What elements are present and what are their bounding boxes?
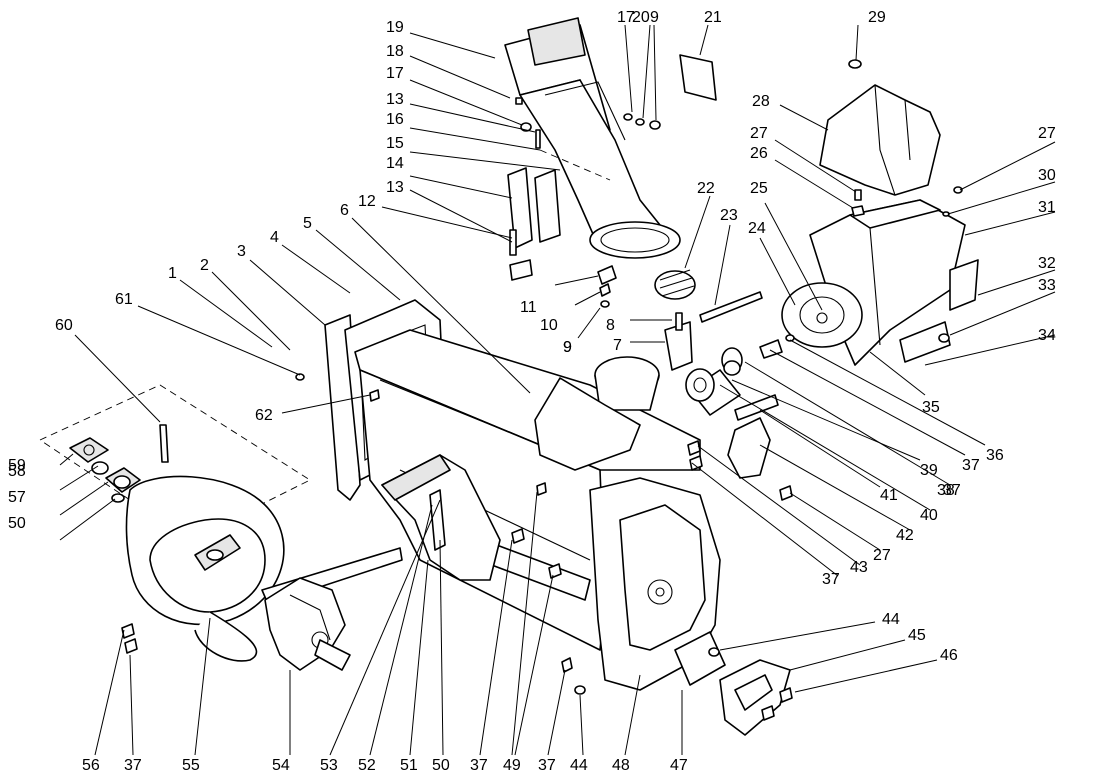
callout-label: 13 bbox=[386, 179, 404, 196]
callout-label: 22 bbox=[697, 180, 715, 197]
callout-label: 20 bbox=[632, 9, 650, 26]
callout-label: 37 bbox=[943, 482, 961, 499]
callout-label: 44 bbox=[882, 611, 900, 628]
callout-label: 30 bbox=[1038, 167, 1056, 184]
callout-label: 37 bbox=[538, 757, 556, 774]
callout-label: 58 bbox=[8, 463, 26, 480]
callout-label: 15 bbox=[386, 135, 404, 152]
callout-label: 54 bbox=[272, 757, 290, 774]
callout-label: 24 bbox=[748, 220, 766, 237]
callout-labels: 1 2 3 4 5 6 7 8 9 9 9 10 11 12 13 13 14 … bbox=[8, 9, 1056, 774]
discharge-chute bbox=[504, 17, 763, 371]
callout-label: 14 bbox=[386, 155, 404, 172]
callout-label: 41 bbox=[880, 487, 898, 504]
callout-label: 9 bbox=[563, 339, 572, 356]
callout-label: 48 bbox=[612, 757, 630, 774]
callout-label: 17 bbox=[386, 65, 404, 82]
callout-label: 49 bbox=[503, 757, 521, 774]
callout-label: 55 bbox=[182, 757, 200, 774]
callout-label: 42 bbox=[896, 527, 914, 544]
callout-label: 37 bbox=[470, 757, 488, 774]
callout-label: 21 bbox=[704, 9, 722, 26]
callout-label: 7 bbox=[613, 337, 622, 354]
callout-label: 59 bbox=[8, 457, 26, 474]
leader-lines bbox=[59, 24, 1056, 756]
callout-label: 51 bbox=[400, 757, 418, 774]
callout-label: 62 bbox=[255, 407, 273, 424]
auger-housing bbox=[324, 299, 793, 736]
callout-label: 37 bbox=[822, 571, 840, 588]
callout-label: 9 bbox=[650, 9, 659, 26]
callout-label: 50 bbox=[432, 757, 450, 774]
callout-label: 23 bbox=[720, 207, 738, 224]
callout-label: 60 bbox=[55, 317, 73, 334]
callout-label: 26 bbox=[750, 145, 768, 162]
callout-label: 25 bbox=[750, 180, 768, 197]
callout-label: 56 bbox=[82, 757, 100, 774]
callout-label: 57 bbox=[8, 489, 26, 506]
callout-label: 27 bbox=[1038, 125, 1056, 142]
callout-label: 1 bbox=[168, 265, 177, 282]
callout-label: 12 bbox=[358, 193, 376, 210]
callout-label: 46 bbox=[940, 647, 958, 664]
callout-label: 40 bbox=[920, 507, 938, 524]
callout-label: 27 bbox=[750, 125, 768, 142]
callout-label: 34 bbox=[1038, 327, 1056, 344]
callout-label: 35 bbox=[922, 399, 940, 416]
callout-label: 3 bbox=[237, 243, 246, 260]
callout-label: 47 bbox=[670, 757, 688, 774]
callout-label: 8 bbox=[606, 317, 615, 334]
callout-label: 16 bbox=[386, 111, 404, 128]
callout-label: 36 bbox=[986, 447, 1004, 464]
callout-label: 53 bbox=[320, 757, 338, 774]
callout-label: 52 bbox=[358, 757, 376, 774]
callout-label: 44 bbox=[570, 757, 588, 774]
callout-label: 37 bbox=[124, 757, 142, 774]
callout-label: 37 bbox=[962, 457, 980, 474]
callout-label: 33 bbox=[1038, 277, 1056, 294]
callout-label: 10 bbox=[540, 317, 558, 334]
callout-label: 28 bbox=[752, 93, 770, 110]
callout-label: 19 bbox=[386, 19, 404, 36]
callout-label: 61 bbox=[115, 291, 133, 308]
callout-label: 32 bbox=[1038, 255, 1056, 272]
callout-label: 5 bbox=[303, 215, 312, 232]
callout-label: 18 bbox=[386, 43, 404, 60]
callout-label: 11 bbox=[520, 299, 537, 316]
callout-label: 31 bbox=[1038, 199, 1056, 216]
callout-label: 39 bbox=[920, 462, 938, 479]
drive-assembly bbox=[685, 59, 979, 501]
callout-label: 6 bbox=[340, 202, 349, 219]
callout-label: 29 bbox=[868, 9, 886, 26]
callout-label: 38 bbox=[937, 482, 955, 499]
callout-label: 9 bbox=[563, 339, 572, 356]
callout-label: 27 bbox=[873, 547, 891, 564]
callout-label: 17 bbox=[617, 9, 635, 26]
callout-label: 2 bbox=[200, 257, 209, 274]
callout-label: 43 bbox=[850, 559, 868, 576]
callout-label: 13 bbox=[386, 91, 404, 108]
callout-label: 45 bbox=[908, 627, 926, 644]
auger-assembly bbox=[39, 373, 403, 671]
callout-label: 50 bbox=[8, 515, 26, 532]
callout-label: 4 bbox=[270, 229, 279, 246]
